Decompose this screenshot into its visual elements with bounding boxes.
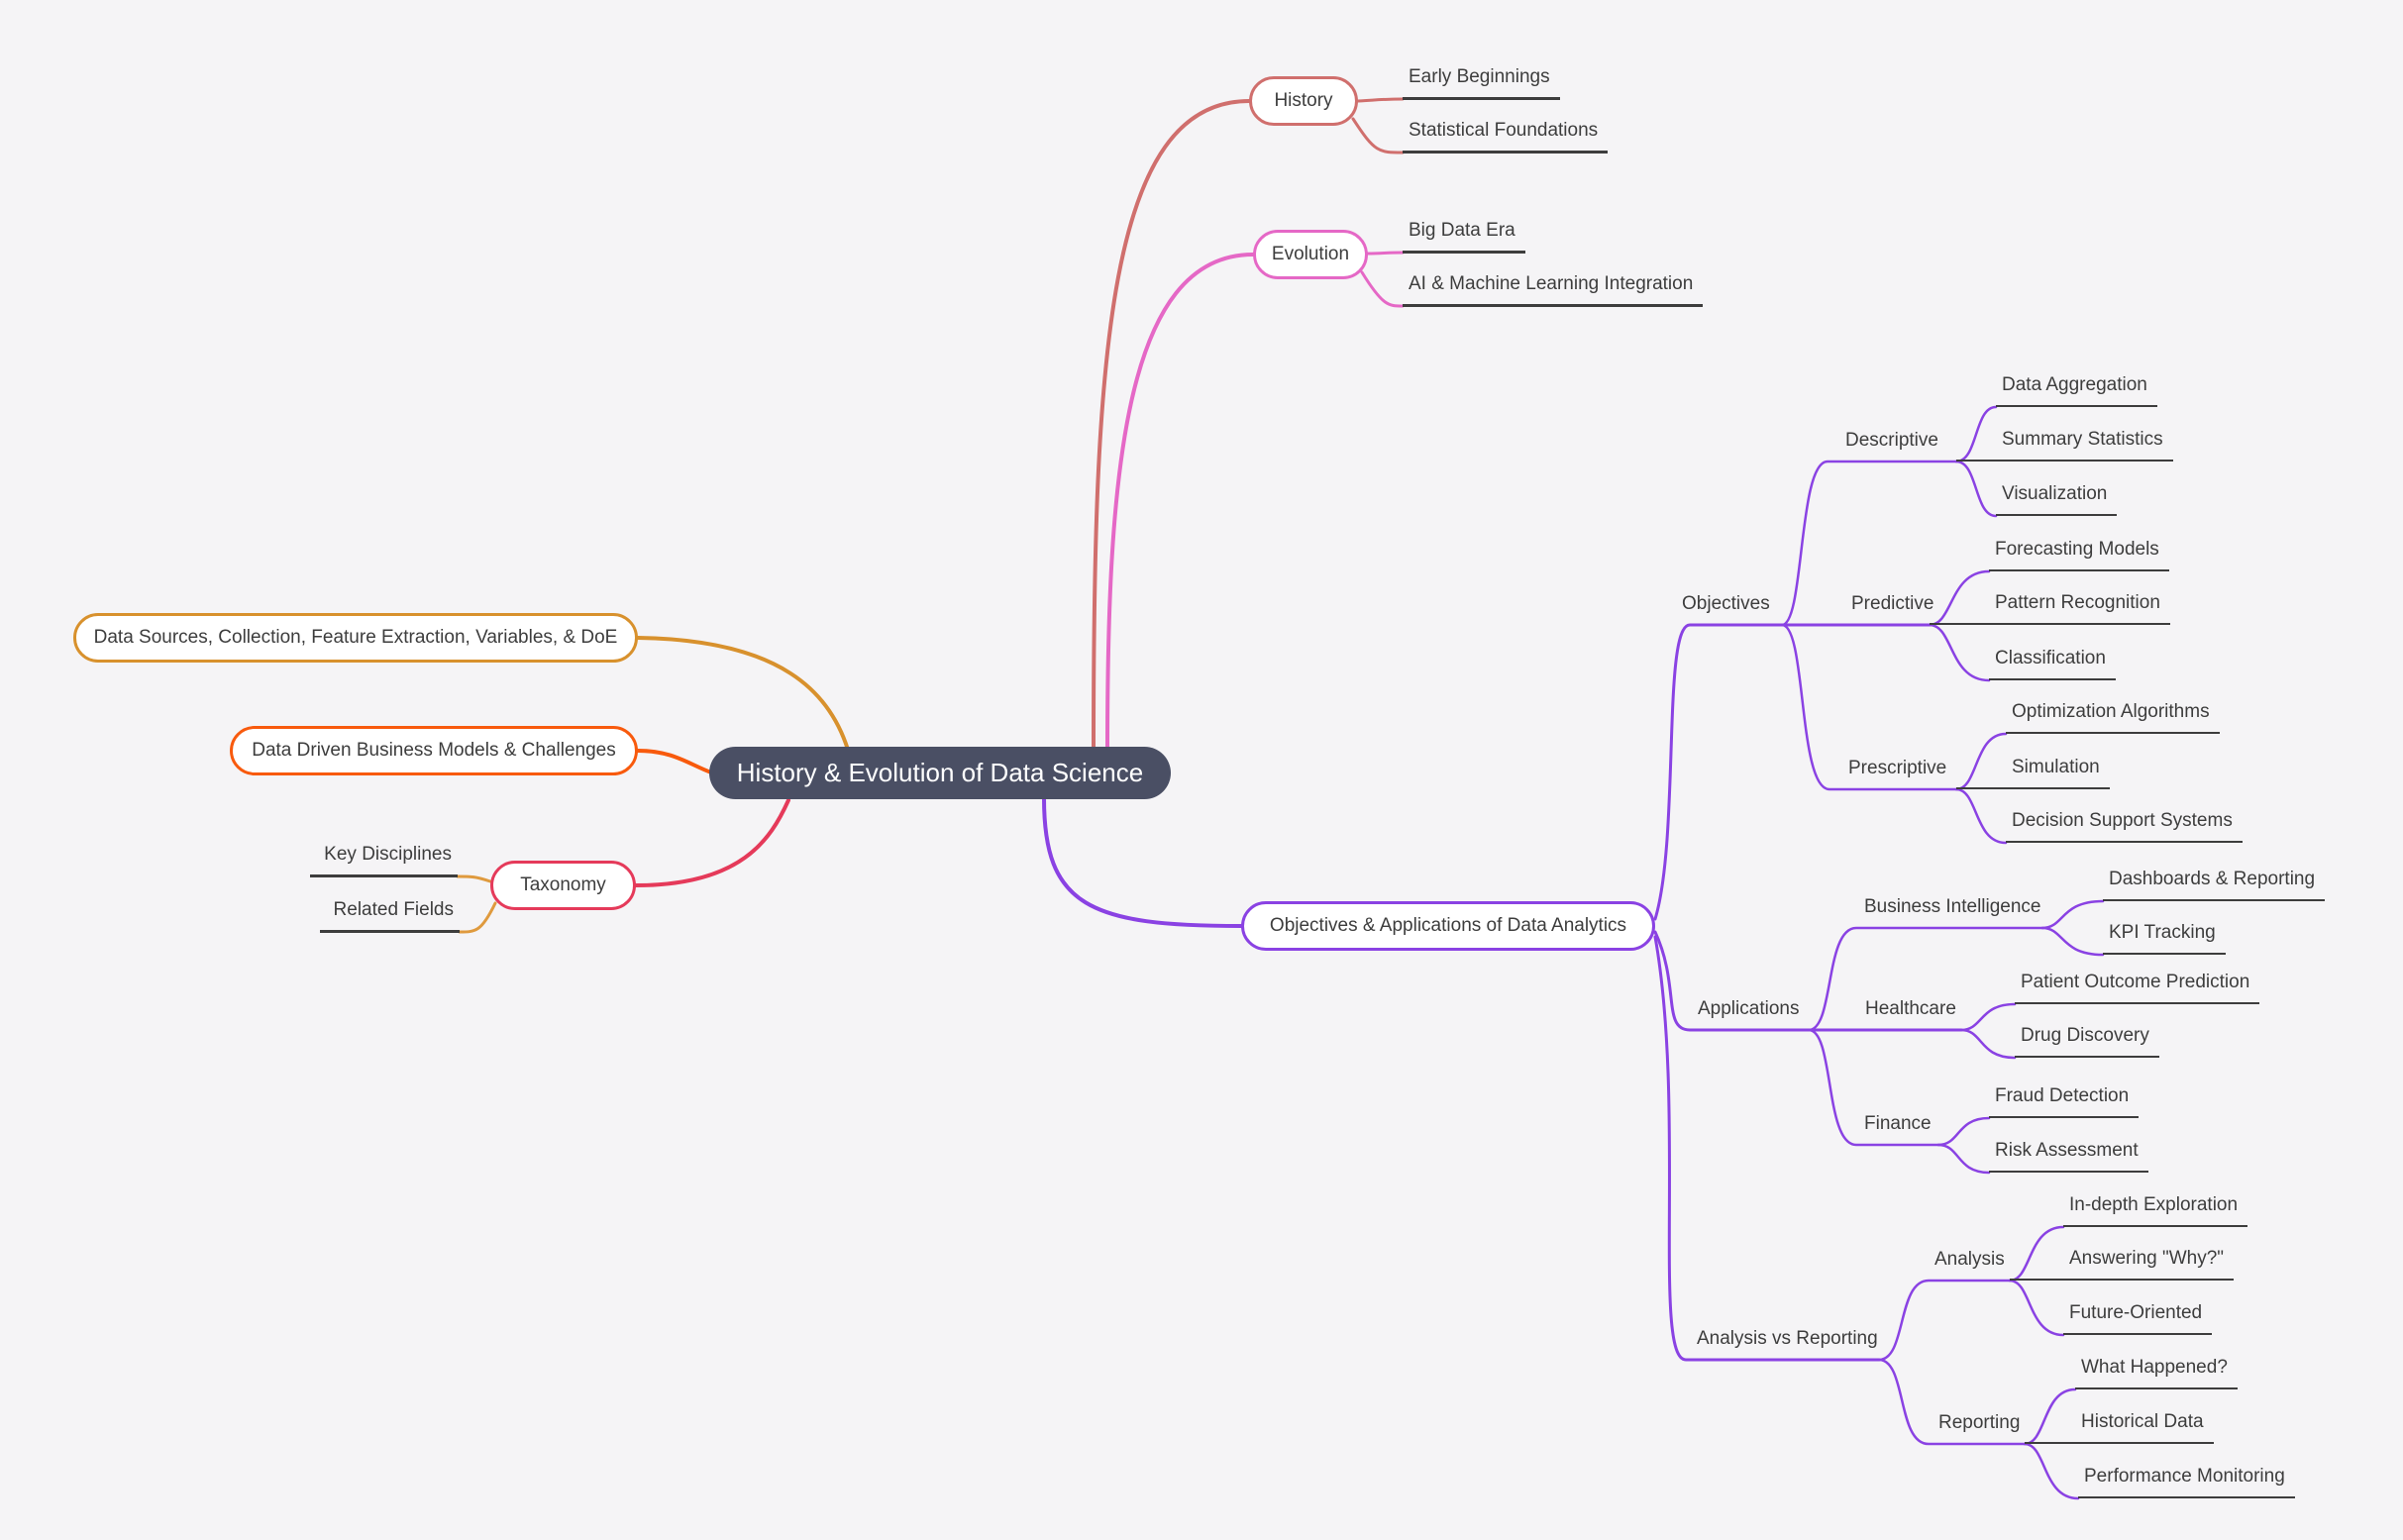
leaf-visualization[interactable]: Visualization bbox=[1996, 481, 2118, 516]
leaf-ai-ml-integration[interactable]: AI & Machine Learning Integration bbox=[1403, 271, 1704, 307]
node-data-sources-label: Data Sources, Collection, Feature Extrac… bbox=[93, 627, 618, 648]
label-analysis-vs-reporting[interactable]: Analysis vs Reporting bbox=[1697, 1328, 1878, 1349]
link-early-beginnings bbox=[1356, 97, 1405, 103]
link-taxonomy bbox=[634, 798, 790, 887]
label-prescriptive[interactable]: Prescriptive bbox=[1848, 758, 1947, 778]
link-evolution bbox=[1105, 253, 1255, 751]
link-ai-ml-integration bbox=[1360, 270, 1405, 308]
node-evolution[interactable]: Evolution bbox=[1253, 230, 1368, 279]
leaf-pattern-recognition[interactable]: Pattern Recognition bbox=[1930, 590, 2170, 625]
leaf-future-oriented[interactable]: Future-Oriented bbox=[2063, 1300, 2213, 1335]
leaf-performance-monitoring[interactable]: Performance Monitoring bbox=[2078, 1464, 2295, 1498]
leaf-optimization-algorithms[interactable]: Optimization Algorithms bbox=[2006, 699, 2220, 734]
leaf-decision-support-systems[interactable]: Decision Support Systems bbox=[2006, 808, 2243, 843]
leaf-dashboards-reporting[interactable]: Dashboards & Reporting bbox=[2103, 867, 2326, 901]
link-visualization bbox=[1954, 460, 1998, 518]
link-big-data-era bbox=[1366, 251, 1405, 256]
leaf-drug-discovery[interactable]: Drug Discovery bbox=[2015, 1023, 2159, 1058]
label-objectives[interactable]: Objectives bbox=[1682, 593, 1770, 614]
leaf-forecasting-models[interactable]: Forecasting Models bbox=[1989, 537, 2169, 571]
link-risk-assessment bbox=[1936, 1143, 1991, 1175]
link-history bbox=[1092, 99, 1251, 751]
label-descriptive[interactable]: Descriptive bbox=[1845, 430, 1938, 451]
leaf-fraud-detection[interactable]: Fraud Detection bbox=[1989, 1083, 2140, 1118]
label-predictive[interactable]: Predictive bbox=[1851, 593, 1934, 614]
leaf-classification[interactable]: Classification bbox=[1989, 646, 2116, 680]
link-patient-outcome-prediction bbox=[1959, 1002, 2017, 1032]
leaf-statistical-foundations[interactable]: Statistical Foundations bbox=[1403, 118, 1609, 154]
leaf-historical-data[interactable]: Historical Data bbox=[2025, 1409, 2214, 1444]
link-data-driven bbox=[636, 749, 713, 774]
link-finance bbox=[1807, 1028, 1940, 1147]
link-drug-discovery bbox=[1959, 1028, 2017, 1060]
node-data-driven[interactable]: Data Driven Business Models & Challenges bbox=[230, 726, 638, 775]
label-healthcare[interactable]: Healthcare bbox=[1865, 998, 1956, 1019]
leaf-in-depth-exploration[interactable]: In-depth Exploration bbox=[2063, 1192, 2248, 1227]
link-applications-spine bbox=[1653, 930, 1963, 1032]
link-statistical-foundations bbox=[1351, 117, 1405, 154]
leaf-risk-assessment[interactable]: Risk Assessment bbox=[1989, 1138, 2148, 1173]
link-prescriptive bbox=[1780, 623, 1958, 791]
leaf-data-aggregation[interactable]: Data Aggregation bbox=[1996, 372, 2157, 407]
link-analysis bbox=[1877, 1279, 2012, 1362]
link-fraud-detection bbox=[1936, 1116, 1991, 1147]
label-applications[interactable]: Applications bbox=[1698, 998, 1800, 1019]
link-classification bbox=[1928, 623, 1991, 682]
link-data-sources bbox=[636, 636, 850, 752]
link-dashboards-reporting bbox=[2040, 899, 2105, 930]
label-business-intelligence[interactable]: Business Intelligence bbox=[1864, 896, 2041, 917]
link-analysis-vs-reporting-spine bbox=[1653, 935, 1881, 1362]
link-decision-support-systems bbox=[1954, 787, 2008, 845]
node-analytics[interactable]: Objectives & Applications of Data Analyt… bbox=[1241, 901, 1655, 951]
node-evolution-label: Evolution bbox=[1271, 244, 1350, 264]
label-analysis[interactable]: Analysis bbox=[1934, 1249, 2005, 1270]
root-node[interactable]: History & Evolution of Data Science bbox=[709, 747, 1171, 799]
link-objectives-spine bbox=[1653, 623, 1932, 921]
leaf-key-disciplines[interactable]: Key Disciplines bbox=[310, 842, 458, 877]
link-related-fields bbox=[458, 901, 497, 934]
link-business-intelligence bbox=[1807, 926, 2044, 1032]
node-taxonomy[interactable]: Taxonomy bbox=[490, 861, 636, 910]
link-performance-monitoring bbox=[2023, 1442, 2080, 1500]
link-analytics bbox=[1042, 796, 1243, 928]
label-reporting[interactable]: Reporting bbox=[1938, 1412, 2021, 1433]
leaf-related-fields[interactable]: Related Fields bbox=[319, 897, 460, 933]
label-finance[interactable]: Finance bbox=[1864, 1113, 1932, 1134]
link-key-disciplines bbox=[456, 874, 492, 883]
link-kpi-tracking bbox=[2040, 926, 2105, 957]
node-data-sources[interactable]: Data Sources, Collection, Feature Extrac… bbox=[73, 613, 638, 663]
link-descriptive bbox=[1780, 460, 1958, 627]
node-history[interactable]: History bbox=[1249, 76, 1358, 126]
node-data-driven-label: Data Driven Business Models & Challenges bbox=[252, 740, 616, 761]
node-taxonomy-label: Taxonomy bbox=[520, 874, 606, 895]
leaf-patient-outcome-prediction[interactable]: Patient Outcome Prediction bbox=[2015, 970, 2260, 1004]
leaf-big-data-era[interactable]: Big Data Era bbox=[1403, 218, 1525, 254]
link-future-oriented bbox=[2008, 1279, 2065, 1337]
node-analytics-label: Objectives & Applications of Data Analyt… bbox=[1269, 915, 1627, 936]
node-history-label: History bbox=[1274, 90, 1333, 111]
leaf-kpi-tracking[interactable]: KPI Tracking bbox=[2103, 920, 2226, 955]
link-reporting bbox=[1877, 1358, 2027, 1446]
leaf-answering-why[interactable]: Answering "Why?" bbox=[2010, 1246, 2235, 1281]
leaf-early-beginnings[interactable]: Early Beginnings bbox=[1403, 64, 1560, 100]
leaf-summary-statistics[interactable]: Summary Statistics bbox=[1956, 427, 2173, 462]
leaf-simulation[interactable]: Simulation bbox=[1956, 755, 2110, 789]
leaf-what-happened[interactable]: What Happened? bbox=[2075, 1355, 2238, 1389]
